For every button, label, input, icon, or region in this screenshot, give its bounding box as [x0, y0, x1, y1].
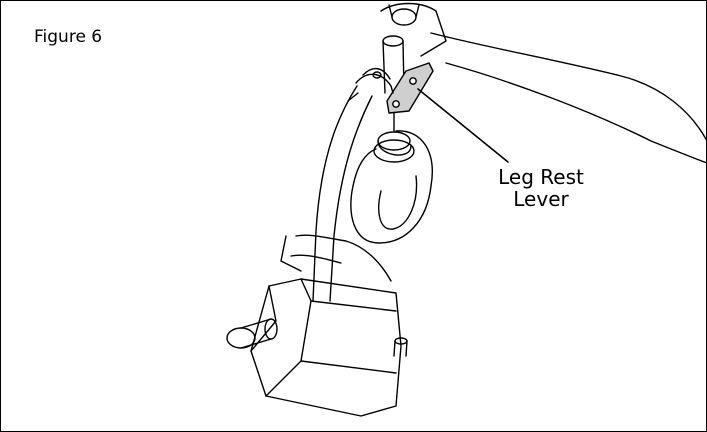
- figure-title: Figure 6: [34, 27, 103, 47]
- leg-rest-lever-callout: Leg Rest Lever: [481, 166, 601, 210]
- callout-line-1: Leg Rest: [498, 165, 584, 189]
- leg-rest-lever: [386, 62, 434, 114]
- footplate-post: [393, 337, 408, 357]
- leg-rest-tube: [312, 68, 394, 302]
- seat-edge-lower: [445, 62, 706, 164]
- callout-line-2: Lever: [513, 187, 569, 211]
- lever-pointer-line: [417, 88, 509, 163]
- footplate-hinge: [226, 318, 278, 349]
- seat-edge: [430, 32, 706, 141]
- caster-assembly: [350, 112, 433, 244]
- top-hinge: [380, 2, 447, 57]
- calf-strap: [280, 234, 392, 282]
- footplate: [250, 278, 402, 417]
